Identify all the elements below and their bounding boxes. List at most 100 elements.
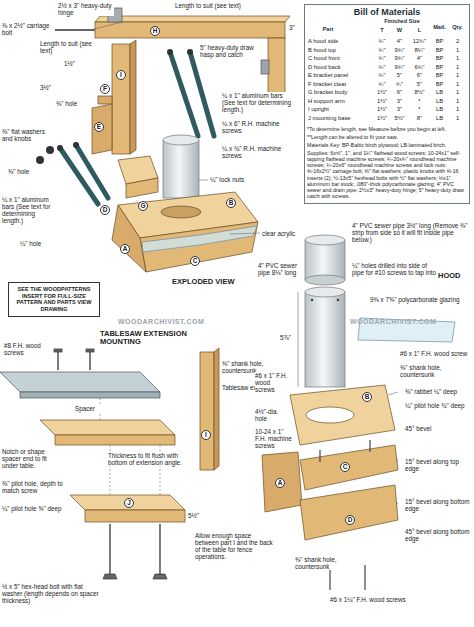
part-letter: A bbox=[275, 478, 285, 488]
callout-text: #6 x 1" F.H. wood screw bbox=[400, 350, 472, 357]
table-cell: 9¾" bbox=[391, 55, 408, 61]
table-cell: BP bbox=[431, 38, 448, 44]
callout-text: 4" PVC sewer pipe 3½" long (Remove ⅜" st… bbox=[352, 222, 470, 243]
table-header: L bbox=[409, 27, 430, 33]
part-letter: I bbox=[201, 430, 211, 440]
table-cell: E bracket panel bbox=[308, 72, 372, 78]
callout-text: ⅜" flat washers and knobs bbox=[2, 128, 52, 142]
table-cell: 1½" bbox=[374, 98, 390, 104]
table-header: T bbox=[374, 27, 390, 33]
callout-text: ⅜" rabbet ¼" deep bbox=[405, 388, 469, 395]
part-letter: C bbox=[190, 256, 200, 266]
part-letter: B bbox=[226, 198, 236, 208]
callout-text: Allow enough space between part I and th… bbox=[195, 532, 273, 560]
table-cell: B hood top bbox=[308, 47, 372, 53]
callout-text: ½ x 5" hex-head bolt with flat washer (l… bbox=[2, 583, 102, 604]
callout-text: 15° bevel along bottom edge bbox=[405, 498, 471, 512]
section-heading: HOOD bbox=[438, 272, 472, 280]
table-cell: LB bbox=[431, 115, 448, 121]
table-cell: 6" bbox=[409, 72, 430, 78]
table-cell: ¾" bbox=[374, 72, 390, 78]
callout-text: ¼" holes drilled into side of pipe for #… bbox=[352, 262, 436, 276]
part-letter: H bbox=[150, 26, 160, 36]
exploded-view bbox=[36, 8, 290, 272]
callout-text: 10-24 x 1" F.H. machine screws bbox=[255, 428, 295, 449]
callout-text: clear acrylic bbox=[262, 230, 307, 237]
table-cell: I upright bbox=[308, 106, 372, 112]
table-header: Part bbox=[308, 26, 348, 32]
table-cell: D hood back bbox=[308, 64, 372, 70]
callout-text: ¼ x ¾" R.H. machine screws bbox=[222, 145, 284, 159]
part-letter: D bbox=[345, 515, 355, 525]
table-cell: 1½" bbox=[374, 106, 390, 112]
table-cell: LB bbox=[431, 106, 448, 112]
table-cell: 8¼" bbox=[409, 47, 430, 53]
table-cell: 1 bbox=[449, 55, 466, 61]
note-box: SEE THE WOODPATTERNS INSERT FOR FULL-SIZ… bbox=[8, 282, 100, 317]
table-cell: ¾" bbox=[374, 81, 390, 87]
callout-text: #6 x 1" F.H. wood screws bbox=[255, 372, 289, 393]
callout-text: 9⅜ x 7⅝" polycarbonate glazing bbox=[370, 296, 460, 303]
callout-text: 1½" bbox=[64, 60, 81, 67]
table-header: Qty. bbox=[449, 24, 466, 30]
table-cell: 4" bbox=[409, 55, 430, 61]
note-text: SEE THE WOODPATTERNS INSERT FOR FULL-SIZ… bbox=[12, 286, 96, 313]
table-cell: F bracket cleat bbox=[308, 81, 372, 87]
watermark: WOODARCHIVIST.COM bbox=[118, 318, 204, 326]
table-cell: LB bbox=[431, 89, 448, 95]
table-cell: 1 bbox=[449, 64, 466, 70]
table-cell: ¾" bbox=[374, 47, 390, 53]
table-cell: 12¾" bbox=[409, 38, 430, 44]
table-cell: 1 bbox=[449, 72, 466, 78]
part-letter: G bbox=[138, 201, 148, 211]
tablesaw-mounting bbox=[0, 348, 219, 579]
table-cell: 3" bbox=[391, 98, 408, 104]
callout-text: 5⅞" bbox=[280, 334, 297, 341]
callout-text: ⅜" shank hole, countersunk bbox=[295, 556, 359, 570]
table-cell: H support arm bbox=[308, 98, 372, 104]
table-note: **Length can be altered to fit your saw. bbox=[307, 134, 467, 140]
callout-text: ¼" pilot hole ¾" deep bbox=[405, 402, 469, 409]
table-cell: 1½" bbox=[374, 89, 390, 95]
table-cell: * bbox=[409, 106, 430, 112]
callout-text: 45° bevel along bottom edge bbox=[405, 528, 471, 542]
table-cell: ¾" bbox=[391, 81, 408, 87]
callout-text: Thickness to fit flush with bottom of ex… bbox=[108, 452, 196, 466]
table-header: Matl. bbox=[431, 24, 448, 30]
callout-text: 4" PVC sewer pipe 8⅛" long bbox=[258, 262, 302, 276]
part-letter: J bbox=[124, 498, 134, 508]
table-note: Materials Key: BP-Baltic birch plywood; … bbox=[307, 142, 467, 148]
table-cell: G bracket body bbox=[308, 89, 372, 95]
table-cell: 8½" bbox=[409, 89, 430, 95]
callout-text: Spacer bbox=[75, 405, 107, 412]
part-letter: C bbox=[340, 462, 350, 472]
section-heading: EXPLODED VIEW bbox=[172, 278, 272, 286]
callout-text: #8 F.H. wood screws bbox=[4, 342, 48, 356]
table-cell: 4" bbox=[391, 38, 408, 44]
table-cell: 8" bbox=[409, 115, 430, 121]
callout-text: ¼" lock nuts bbox=[210, 176, 254, 183]
watermark: WOODARCHIVIST.COM bbox=[350, 318, 436, 326]
table-cell: 5" bbox=[391, 72, 408, 78]
part-letter: F bbox=[100, 84, 110, 94]
callout-text: ¼ x 1" aluminum bars (See text for deter… bbox=[222, 92, 294, 113]
callout-text: ⅜" pilot hole, depth to match screw bbox=[2, 480, 64, 494]
table-cell: 6" bbox=[391, 89, 408, 95]
table-cell: 9¾" bbox=[391, 64, 408, 70]
table-cell: BP bbox=[431, 72, 448, 78]
callout-text: #6 x 1¼" F.H. wood screws bbox=[330, 596, 412, 603]
part-letter: A bbox=[120, 244, 130, 254]
callout-text: 45° bevel bbox=[405, 425, 457, 432]
callout-text: ⅜" hole bbox=[56, 100, 88, 107]
table-cell: BP bbox=[431, 81, 448, 87]
table-cell: ¾" bbox=[374, 55, 390, 61]
table-cell: ¾" bbox=[374, 38, 390, 44]
part-letter: I bbox=[116, 70, 126, 80]
table-cell: C hood front bbox=[308, 55, 372, 61]
callout-text: Notch or shape spacer end to fit under t… bbox=[2, 448, 52, 469]
table-cell: A hood side bbox=[308, 38, 372, 44]
table-cell: 1 bbox=[449, 81, 466, 87]
part-letter: E bbox=[94, 122, 104, 132]
callout-text: ¼ x 1" aluminum bars (See text for deter… bbox=[2, 196, 56, 224]
table-cell: 2 bbox=[449, 38, 466, 44]
